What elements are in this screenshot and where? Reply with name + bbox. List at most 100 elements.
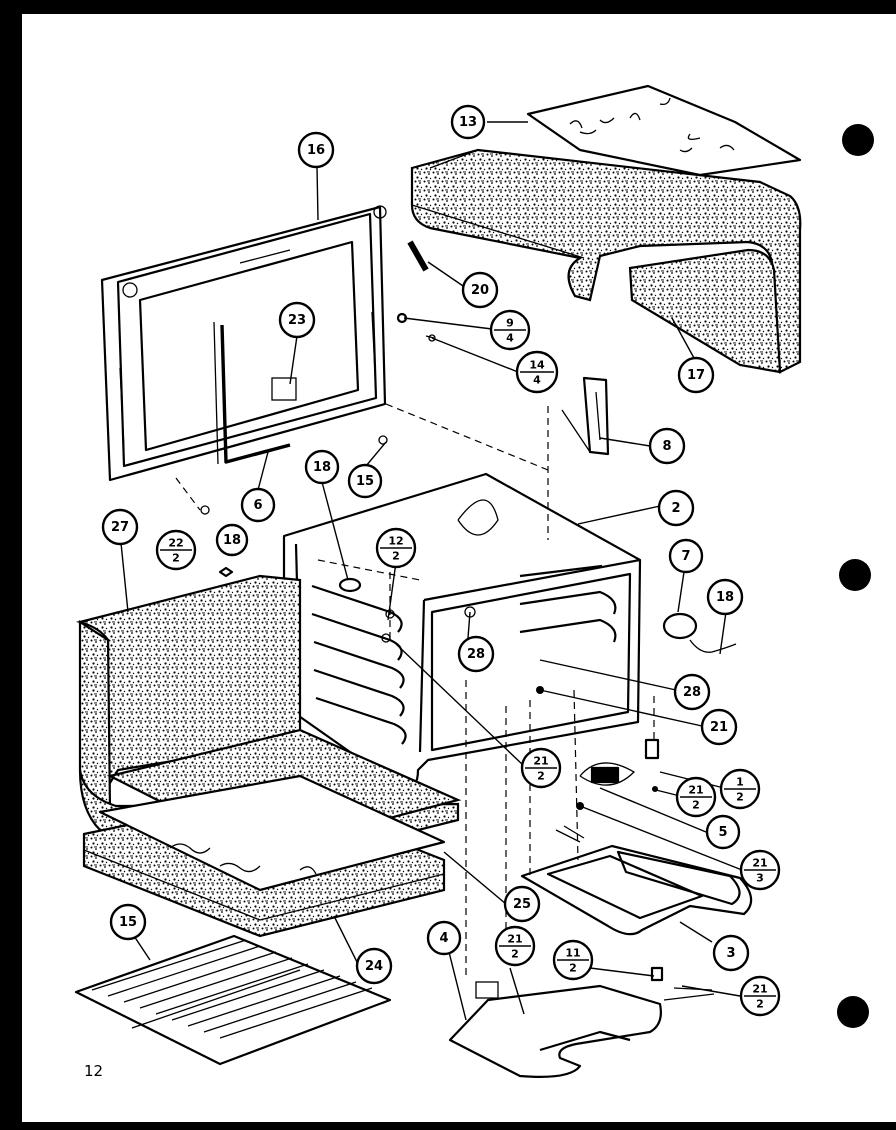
callout-denominator: 2 <box>172 552 180 565</box>
oven-rack <box>74 934 392 1066</box>
callout-c22_2: 222 <box>155 529 197 571</box>
callout-circle <box>297 131 335 169</box>
callout-label: 28 <box>683 685 701 700</box>
callout-label: 8 <box>662 439 671 454</box>
callout-c21_2b: 212 <box>675 776 717 818</box>
callout-c28b: 28 <box>673 673 711 711</box>
callout-label: 4 <box>439 931 448 946</box>
callout-label: 24 <box>365 959 383 974</box>
callout-circle <box>426 920 462 956</box>
light-assembly <box>662 612 737 653</box>
callout-denominator: 3 <box>756 872 764 885</box>
callout-label: 15 <box>119 915 137 930</box>
callout-circle <box>706 578 744 616</box>
callout-denominator: 2 <box>511 948 519 961</box>
callout-label: 25 <box>513 897 531 912</box>
callout-circle <box>461 271 499 309</box>
callout-label: 6 <box>253 498 262 513</box>
callout-label: 2 <box>671 501 680 516</box>
callout-c4: 4 <box>426 920 462 956</box>
callout-label: 18 <box>716 590 734 605</box>
callout-denominator: 2 <box>392 550 400 563</box>
callout-circle <box>705 814 741 850</box>
callout-numerator: 9 <box>506 317 514 330</box>
callout-circle <box>700 708 738 746</box>
callout-c21_2d: 212 <box>739 975 781 1017</box>
top-insulation-blanket <box>410 148 802 374</box>
callout-c15: 15 <box>347 463 383 499</box>
broil-element <box>520 825 753 936</box>
leader-lines <box>120 121 743 1021</box>
callout-c3: 3 <box>712 934 750 972</box>
bottom-insulation <box>82 774 446 938</box>
callout-numerator: 21 <box>688 784 703 797</box>
callout-c23: 23 <box>278 301 316 339</box>
callout-c18b: 18 <box>304 449 340 485</box>
callout-label: 16 <box>307 143 325 158</box>
callout-c8: 8 <box>648 427 686 465</box>
callout-numerator: 12 <box>388 535 403 548</box>
callout-numerator: 14 <box>529 359 545 372</box>
callout-circle <box>503 885 541 923</box>
callout-label: 21 <box>710 720 728 735</box>
callout-circle <box>712 934 750 972</box>
callout-numerator: 22 <box>168 537 183 550</box>
callout-c17: 17 <box>677 356 715 394</box>
callout-c18c: 18 <box>706 578 744 616</box>
callout-numerator: 21 <box>533 755 548 768</box>
callout-label: 20 <box>471 283 489 298</box>
callout-c28a: 28 <box>457 635 495 673</box>
callout-circle <box>648 427 686 465</box>
callout-numerator: 1 <box>736 776 744 789</box>
callout-denominator: 4 <box>533 374 541 387</box>
callout-label: 27 <box>111 520 129 535</box>
callout-c9_4: 94 <box>489 309 531 351</box>
callout-c20: 20 <box>461 271 499 309</box>
callout-label: 5 <box>718 825 727 840</box>
callout-circle <box>457 635 495 673</box>
callout-c13: 13 <box>450 104 486 140</box>
callout-c16a: 16 <box>297 131 335 169</box>
page-number: 12 <box>84 1062 104 1080</box>
callout-circle <box>240 487 276 523</box>
callout-c21a: 21 <box>700 708 738 746</box>
top-sheet <box>526 84 802 177</box>
callout-c21_2c: 212 <box>494 925 536 967</box>
callout-c27: 27 <box>101 508 139 546</box>
callout-numerator: 11 <box>565 947 580 960</box>
callout-c7: 7 <box>668 538 704 574</box>
callout-denominator: 2 <box>736 791 744 804</box>
callout-c5: 5 <box>705 814 741 850</box>
callout-numerator: 21 <box>752 857 767 870</box>
callout-label: 13 <box>459 115 477 130</box>
callout-circle <box>450 104 486 140</box>
callout-denominator: 2 <box>537 770 545 783</box>
callout-circle <box>109 903 147 941</box>
callout-label: 18 <box>313 460 331 475</box>
callout-denominator: 2 <box>692 799 700 812</box>
callout-c25: 25 <box>503 885 541 923</box>
callout-denominator: 2 <box>756 998 764 1011</box>
callout-c12_2: 122 <box>375 527 417 569</box>
callout-circle <box>215 523 249 557</box>
callout-c15b: 15 <box>109 903 147 941</box>
callout-c21_3: 213 <box>739 849 781 891</box>
callout-circle <box>677 356 715 394</box>
callout-c6: 6 <box>240 487 276 523</box>
callout-label: 7 <box>681 549 690 564</box>
callout-label: 23 <box>288 313 306 328</box>
callout-circle <box>347 463 383 499</box>
callout-label: 17 <box>687 368 705 383</box>
callout-circle <box>278 301 316 339</box>
door-panel <box>100 205 387 482</box>
callout-numerator: 21 <box>507 933 522 946</box>
binder-hole-top <box>842 124 874 156</box>
callout-circle <box>673 673 711 711</box>
callout-circle <box>657 489 695 527</box>
callout-c2: 2 <box>657 489 695 527</box>
callout-denominator: 4 <box>506 332 514 345</box>
callout-c11_2: 112 <box>552 939 594 981</box>
